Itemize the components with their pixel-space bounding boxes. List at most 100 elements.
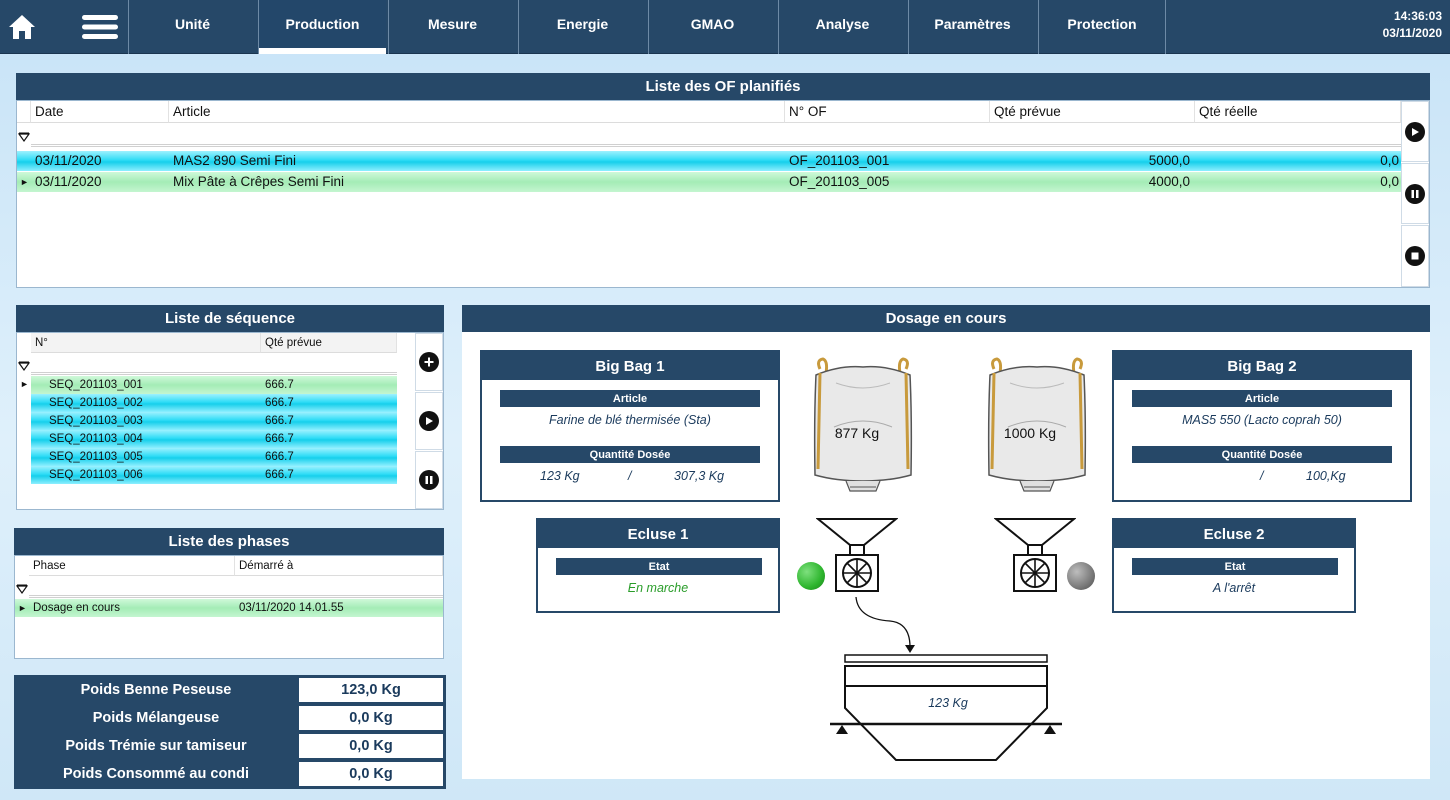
weights-panel: Poids Benne Peseuse 123,0 Kg Poids Mélan… (14, 675, 446, 789)
phase-table: Phase Démarré à ► Dosage en cours 03/11/… (15, 556, 443, 658)
col-phase[interactable]: Phase (29, 556, 235, 576)
tab-energie[interactable]: Energie (518, 0, 646, 54)
status-led-2 (1067, 562, 1095, 590)
status-led-1 (797, 562, 825, 590)
stop-button[interactable] (1401, 225, 1429, 287)
weight-label: Poids Consommé au condi (62, 765, 250, 782)
pause-button[interactable] (1401, 163, 1429, 224)
quantity-label: Quantité Dosée (500, 446, 760, 463)
weight-label: Poids Trémie sur tamiseur (65, 737, 247, 754)
pause-sequence-button[interactable] (415, 451, 443, 509)
pause-icon (419, 470, 439, 490)
list-item[interactable]: SEQ_201103_001 666.7 (31, 376, 397, 394)
filter-row[interactable] (31, 353, 397, 375)
rotary-valve-2-icon (994, 518, 1076, 592)
col-qte-prevue[interactable]: Qté prévue (990, 101, 1195, 123)
phase-list-panel: Phase Démarré à ► Dosage en cours 03/11/… (14, 555, 444, 659)
big-bag-2-card: Big Bag 2 Article MAS5 550 (Lacto coprah… (1112, 350, 1412, 502)
ecluse-2-card: Ecluse 2 Etat A l'arrêt (1112, 518, 1356, 613)
col-qte-reelle[interactable]: Qté réelle (1195, 101, 1401, 123)
ecluse-1-title: Ecluse 1 (538, 520, 778, 548)
tab-gmao[interactable]: GMAO (648, 0, 776, 54)
filter-row[interactable] (31, 123, 1401, 147)
row-selector-icon: ► (20, 177, 29, 187)
weighing-hopper-icon (830, 654, 1062, 761)
play-sequence-button[interactable] (415, 392, 443, 450)
state-label: Etat (556, 558, 762, 575)
col-n[interactable]: N° (31, 333, 261, 353)
of-table: Date Article N° OF Qté prévue Qté réelle… (17, 101, 1401, 287)
tab-protection[interactable]: Protection (1038, 0, 1166, 54)
list-item[interactable]: SEQ_201103_006 666.7 (31, 466, 397, 484)
state-value: A l'arrêt (1212, 581, 1256, 595)
list-item[interactable]: SEQ_201103_004 666.7 (31, 430, 397, 448)
weight-value: 0,0 Kg (298, 733, 444, 759)
hopper-weight: 123 Kg (928, 696, 968, 710)
filter-icon[interactable] (15, 578, 29, 598)
quantity-separator: / (628, 469, 632, 483)
of-list-panel: Date Article N° OF Qté prévue Qté réelle… (16, 100, 1430, 288)
quantity-target: 100,Kg (1306, 469, 1346, 483)
table-row[interactable]: 03/11/2020 MAS2 890 Semi Fini OF_201103_… (17, 151, 1401, 171)
col-nof[interactable]: N° OF (785, 101, 990, 123)
tab-unite[interactable]: Unité (128, 0, 256, 54)
col-demarre[interactable]: Démarré à (235, 556, 443, 576)
filter-icon[interactable] (17, 355, 31, 375)
home-icon[interactable] (0, 0, 44, 54)
article-value: MAS5 550 (Lacto coprah 50) (1182, 413, 1342, 427)
big-bag-1-title: Big Bag 1 (482, 352, 778, 380)
filter-row[interactable] (29, 576, 443, 598)
sequence-list-panel: N° Qté prévue SEQ_201103_001 666.7 ► SEQ… (16, 332, 444, 510)
weight-label: Poids Mélangeuse (92, 709, 220, 726)
play-icon (419, 411, 439, 431)
big-bag-1-card: Big Bag 1 Article Farine de blé thermisé… (480, 350, 780, 502)
weight-label: Poids Benne Peseuse (80, 681, 232, 698)
list-item[interactable]: SEQ_201103_003 666.7 (31, 412, 397, 430)
filter-icon[interactable] (17, 125, 31, 147)
rotary-valve-1-icon (816, 518, 898, 592)
ecluse-2-title: Ecluse 2 (1114, 520, 1354, 548)
bag-weight-label: 877 Kg (835, 425, 879, 441)
pause-icon (1405, 183, 1425, 204)
bag-weight-label: 1000 Kg (1004, 425, 1056, 441)
play-button[interactable] (1401, 101, 1429, 162)
row-selector-icon: ► (20, 379, 29, 389)
clock-time: 14:36:03 (1393, 9, 1442, 23)
quantity-label: Quantité Dosée (1132, 446, 1392, 463)
stop-icon (1405, 246, 1425, 266)
add-sequence-button[interactable] (415, 333, 443, 391)
list-item[interactable]: SEQ_201103_002 666.7 (31, 394, 397, 412)
flow-arrow-icon (855, 596, 915, 653)
quantity-separator: / (1260, 469, 1264, 483)
plus-icon (419, 352, 439, 372)
weight-value: 123,0 Kg (298, 677, 444, 703)
state-label: Etat (1132, 558, 1338, 575)
col-article[interactable]: Article (169, 101, 785, 123)
phase-list-title: Liste des phases (14, 528, 444, 555)
menu-icon[interactable] (78, 0, 122, 54)
tab-production[interactable]: Production (258, 0, 386, 54)
col-date[interactable]: Date (31, 101, 169, 123)
top-navigation-bar: Unité Production Mesure Energie GMAO Ana… (0, 0, 1450, 54)
weight-value: 0,0 Kg (298, 761, 444, 787)
big-bag-1-illustration: 877 Kg (813, 357, 913, 492)
list-item[interactable]: ► Dosage en cours 03/11/2020 14.01.55 (15, 599, 443, 617)
quantity-done: 123 Kg (540, 469, 580, 483)
clock: 14:36:03 03/11/2020 (1383, 8, 1442, 42)
quantity-target: 307,3 Kg (674, 469, 725, 483)
state-value: En marche (627, 581, 689, 595)
table-row[interactable]: ► 03/11/2020 Mix Pâte à Crêpes Semi Fini… (17, 172, 1401, 192)
tab-parametres[interactable]: Paramètres (908, 0, 1036, 54)
list-item[interactable]: SEQ_201103_005 666.7 (31, 448, 397, 466)
ecluse-1-card: Ecluse 1 Etat En marche (536, 518, 780, 613)
big-bag-2-illustration: 1000 Kg (987, 357, 1087, 492)
col-qte-prevue[interactable]: Qté prévue (261, 333, 397, 353)
tab-mesure[interactable]: Mesure (388, 0, 516, 54)
tab-analyse[interactable]: Analyse (778, 0, 906, 54)
row-selector-icon: ► (18, 603, 27, 613)
sequence-table: N° Qté prévue SEQ_201103_001 666.7 ► SEQ… (17, 333, 397, 509)
article-value: Farine de blé thermisée (Sta) (549, 413, 711, 427)
dosage-title: Dosage en cours (462, 305, 1430, 332)
of-list-title: Liste des OF planifiés (16, 73, 1430, 100)
play-icon (1405, 121, 1425, 142)
